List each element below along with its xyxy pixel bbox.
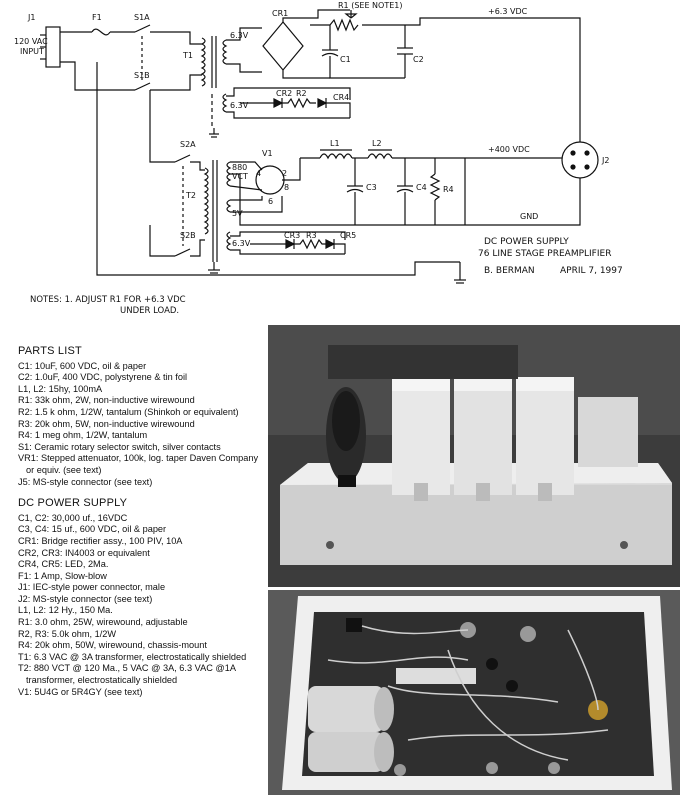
label-c2: C2 [413, 55, 424, 64]
fuse-f1 [91, 28, 111, 36]
label-cr5: CR5 [340, 231, 356, 240]
parts-item: VR1: Stepped attenuator, 100k, log. tape… [18, 453, 259, 475]
label-cr4: CR4 [333, 93, 349, 102]
dc-item: T1: 6.3 VAC @ 3A transformer, electrosta… [18, 651, 247, 662]
label-r1: R1 (SEE NOTE1) [338, 1, 402, 10]
label-t2-5v: 5V [232, 209, 243, 218]
label-input-1: 120 VAC [14, 37, 48, 46]
label-notes1: NOTES: 1. ADJUST R1 FOR +6.3 VDC [30, 295, 186, 305]
label-s1b: S1B [134, 71, 150, 80]
label-gnd: GND [520, 212, 538, 221]
label-v1: V1 [262, 149, 273, 158]
dc-item: L1, L2: 12 Hy., 150 Ma. [18, 605, 113, 616]
dc-item: CR1: Bridge rectifier assy., 100 PIV, 10… [18, 535, 183, 546]
parts-item: J5: MS-style connector (see text) [18, 476, 153, 487]
label-input-2: INPUT [20, 47, 44, 56]
j1-connector [45, 26, 61, 68]
dc-item: CR2, CR3: IN4003 or equivalent [18, 547, 150, 558]
dc-item: T2: 880 VCT @ 120 Ma., 5 VAC @ 3A, 6.3 V… [18, 663, 236, 686]
label-r3: R3 [306, 231, 317, 240]
label-l1: L1 [330, 139, 340, 148]
label-j2: J2 [601, 156, 609, 165]
dc-item: CR4, CR5: LED, 2Ma. [18, 559, 109, 570]
chassis-interior-photo [268, 590, 680, 795]
parts-item: S1: Ceramic rotary selector switch, silv… [18, 441, 221, 452]
parts-list-title: PARTS LIST [18, 345, 82, 357]
j2-connector [561, 141, 599, 179]
label-pin6: 6 [268, 197, 273, 206]
label-t1-sec1: 6.3V [230, 31, 249, 40]
label-s1a: S1A [134, 13, 150, 22]
t2-primary [203, 167, 209, 235]
t1-primary [200, 37, 206, 87]
dc-item: C1, C2: 30,000 uf., 16VDC [18, 512, 128, 523]
chassis-top-photo [268, 325, 680, 587]
label-j1: J1 [27, 13, 35, 22]
dc-item: R2, R3: 5.0k ohm, 1/2W [18, 628, 117, 639]
label-f1: F1 [92, 13, 102, 22]
label-t2-880: 880 [232, 163, 247, 172]
parts-item: R3: 20k ohm, 5W, non-inductive wirewound [18, 418, 195, 429]
dc-item: V1: 5U4G or 5R4GY (see text) [18, 686, 143, 697]
dc-item: J2: MS-style connector (see text) [18, 593, 153, 604]
label-v400: +400 VDC [488, 145, 530, 154]
dc-item: R1: 3.0 ohm, 25W, wirewound, adjustable [18, 617, 188, 628]
dc-supply-title: DC POWER SUPPLY [18, 497, 128, 510]
r4-resistor [429, 173, 441, 201]
parts-list-section: PARTS LIST C1: 10uF, 600 VDC, oil & pape… [18, 345, 268, 698]
parts-item: R2: 1.5 k ohm, 1/2W, tantalum (Shinkoh o… [18, 406, 239, 417]
label-author: B. BERMAN [484, 266, 535, 276]
label-cr2: CR2 [276, 89, 292, 98]
label-r4: R4 [443, 185, 454, 194]
label-c3: C3 [366, 183, 377, 192]
label-r2: R2 [296, 89, 307, 98]
label-title1: DC POWER SUPPLY [484, 237, 569, 247]
bridge-cr1 [262, 21, 304, 71]
dc-item: J1: IEC-style power connector, male [18, 582, 166, 593]
label-pin4: 4 [256, 169, 261, 178]
label-pin2: 2 [282, 169, 287, 178]
label-t2-63v: 6.3V [232, 239, 251, 248]
label-cr1: CR1 [272, 9, 288, 18]
label-notes2: UNDER LOAD. [120, 306, 179, 316]
label-c4: C4 [416, 183, 427, 192]
parts-item: C2: 1.0uF, 400 VDC, polystyrene & tin fo… [18, 372, 188, 383]
label-date: APRIL 7, 1997 [560, 266, 623, 276]
label-title2: 76 LINE STAGE PREAMPLIFIER [478, 249, 611, 259]
label-l2: L2 [372, 139, 382, 148]
dc-item: R4: 20k ohm, 50W, wirewound, chassis-mou… [18, 640, 207, 651]
label-c1: C1 [340, 55, 351, 64]
dc-item: C3, C4: 15 uf., 600 VDC, oil & paper [18, 524, 167, 535]
choke-l2 [367, 153, 393, 160]
parts-item: R4: 1 meg ohm, 1/2W, tantalum [18, 430, 148, 441]
label-v63: +6.3 VDC [488, 7, 528, 16]
parts-item: L1, L2: 15hy, 100mA [18, 383, 103, 394]
label-t1: T1 [182, 51, 193, 60]
label-pin8: 8 [284, 183, 289, 192]
label-t2-vct: VCT [232, 172, 248, 181]
parts-item: R1: 33k ohm, 2W, non-inductive wirewound [18, 395, 195, 406]
label-t1-sec2: 6.3V [230, 101, 249, 110]
parts-item: C1: 10uF, 600 VDC, oil & paper [18, 360, 147, 371]
label-t2: T2 [185, 191, 196, 200]
dc-item: F1: 1 Amp, Slow-blow [18, 570, 107, 581]
label-cr3: CR3 [284, 231, 300, 240]
r1-resistor [329, 18, 359, 32]
choke-l1 [319, 153, 353, 160]
label-s2b: S2B [180, 231, 196, 240]
label-s2a: S2A [180, 140, 196, 149]
schematic-diagram: J1 120 VAC INPUT F1 S1A S1B T1 CR1 R1 (S… [14, 1, 623, 316]
